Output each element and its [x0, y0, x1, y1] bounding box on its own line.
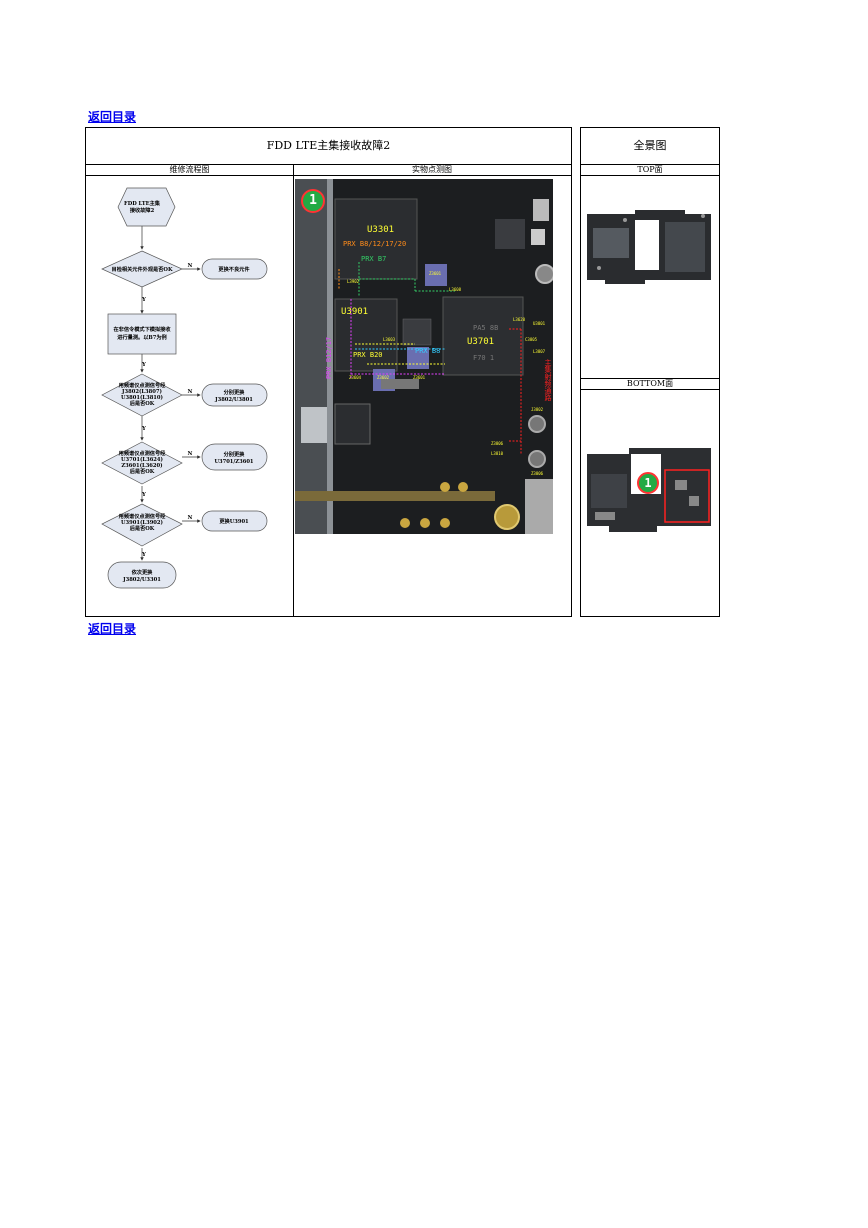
main-title: FDD LTE主集接收故障2: [86, 128, 571, 165]
part-z3806-b: Z3806: [531, 471, 543, 476]
flow-q2-line2: J3802(L3807): [121, 388, 162, 395]
flow-step-line2: 进行量测。以B7为例: [117, 333, 167, 341]
flow-no-3: N: [188, 451, 193, 457]
flow-q3-line2: U3701(L3624): [121, 456, 163, 463]
chip-u3701-label: U3701: [467, 337, 494, 347]
column-divider: [293, 164, 294, 616]
flow-no-4: N: [188, 515, 193, 521]
flow-column-header: 维修流程图: [86, 165, 293, 176]
pcb-measurement-photo: 1 U3301 PRX B8/12/17/20 PRX B7 U3901 U37…: [295, 179, 553, 534]
chip-marking-line2: F70 1: [473, 354, 494, 362]
flow-start-line2: 接收故障2: [130, 206, 155, 214]
bottom-side-photo: 1: [585, 446, 715, 532]
flow-q2-line1: 用频谱仪点测信号经: [118, 381, 167, 389]
part-z3601-b: Z3601: [413, 375, 425, 380]
flow-yes-2: Y: [141, 362, 146, 368]
chip-u3301-label: U3301: [367, 225, 394, 235]
flow-q1-text: 目检相关元件外观是否OK: [112, 265, 173, 273]
flow-start-node: [118, 188, 175, 226]
flow-q4-line1: 用频谱仪点测信号经: [118, 512, 167, 520]
part-j3802: J3802: [531, 407, 543, 412]
part-l3608: L3608: [449, 287, 461, 292]
flow-no-2: N: [188, 389, 193, 395]
part-c3805: C3805: [525, 337, 537, 342]
part-l3807: L3807: [533, 349, 545, 354]
rf-path-side-label: 主集射频通路: [543, 359, 553, 401]
flow-q3-line1: 用频谱仪点测信号经: [118, 449, 167, 457]
flow-q2-line3: U3801(L3810): [121, 394, 163, 401]
part-z3806: Z3806: [491, 441, 503, 446]
main-panel: FDD LTE主集接收故障2 维修流程图 实物点测图: [85, 127, 572, 617]
overview-panel: 全景图 TOP面 BOTTOM面 1: [580, 127, 720, 617]
chip-u3901-label: U3901: [341, 307, 368, 317]
path-label-b8: PRX B8: [415, 347, 440, 355]
part-u3801: U3801: [533, 321, 545, 326]
bottom-marker-badge: 1: [637, 472, 659, 494]
photo-column-header: 实物点测图: [293, 165, 571, 176]
path-label-b8-12-17-20: PRX B8/12/17/20: [343, 240, 406, 248]
flow-yes-5: Y: [141, 552, 146, 558]
top-side-header: TOP面: [581, 165, 719, 176]
part-l3810: L3810: [491, 451, 503, 456]
flow-q4-line3: 后是否OK: [130, 524, 155, 532]
flow-a1-text: 更换不良元件: [218, 265, 250, 273]
photo-marker-badge: 1: [301, 189, 325, 213]
flow-end-line2: J3802/U3301: [122, 577, 161, 583]
flow-start-line1: FDD LTE主集: [124, 199, 161, 207]
flow-end-line1: 依次更换: [132, 568, 154, 576]
flow-a2-line1: 分别更换: [224, 388, 246, 396]
back-to-index-link-top[interactable]: 返回目录: [88, 108, 136, 125]
top-side-photo: [585, 208, 713, 284]
flow-no-1: N: [188, 263, 193, 269]
path-label-b7: PRX B7: [361, 255, 386, 263]
part-l3603: L3603: [383, 337, 395, 342]
back-to-index-link-bottom[interactable]: 返回目录: [88, 620, 136, 637]
overview-title: 全景图: [581, 128, 719, 165]
flow-step-line1: 在非信令模式下模拟接收: [113, 325, 171, 333]
bottom-side-header: BOTTOM面: [581, 378, 719, 390]
chip-marking-line1: PA5 8B: [473, 324, 498, 332]
part-l3620: L3620: [513, 317, 525, 322]
repair-flowchart: FDD LTE主集 接收故障2 目检相关元件外观是否OK 在非信令模式下模拟接收…: [86, 176, 293, 616]
flow-q2-line4: 后是否OK: [130, 399, 155, 407]
part-z3601: Z3601: [429, 271, 441, 276]
flow-yes-1: Y: [141, 297, 146, 303]
flow-a3-line1: 分别更换: [224, 450, 246, 458]
part-z3604: Z3604: [349, 375, 361, 380]
flow-process-step: [108, 314, 176, 354]
path-label-b12-17: PRX B12/17: [325, 337, 333, 379]
flow-q3-line3: Z3601(L3620): [121, 462, 162, 469]
flow-q3-line4: 后是否OK: [130, 467, 155, 475]
flow-a4-text: 更换U3901: [219, 517, 249, 525]
part-l3902: L3902: [347, 279, 359, 284]
path-label-b20: PRX B20: [353, 351, 383, 359]
flow-a3-line2: U3701/Z3601: [214, 459, 253, 465]
flow-yes-3: Y: [141, 426, 146, 432]
part-z3602: Z3602: [377, 375, 389, 380]
flow-yes-4: Y: [141, 492, 146, 498]
flow-a2-line2: J3802/U3801: [214, 397, 253, 403]
flow-q4-line2: U3901(L3902): [121, 519, 163, 526]
